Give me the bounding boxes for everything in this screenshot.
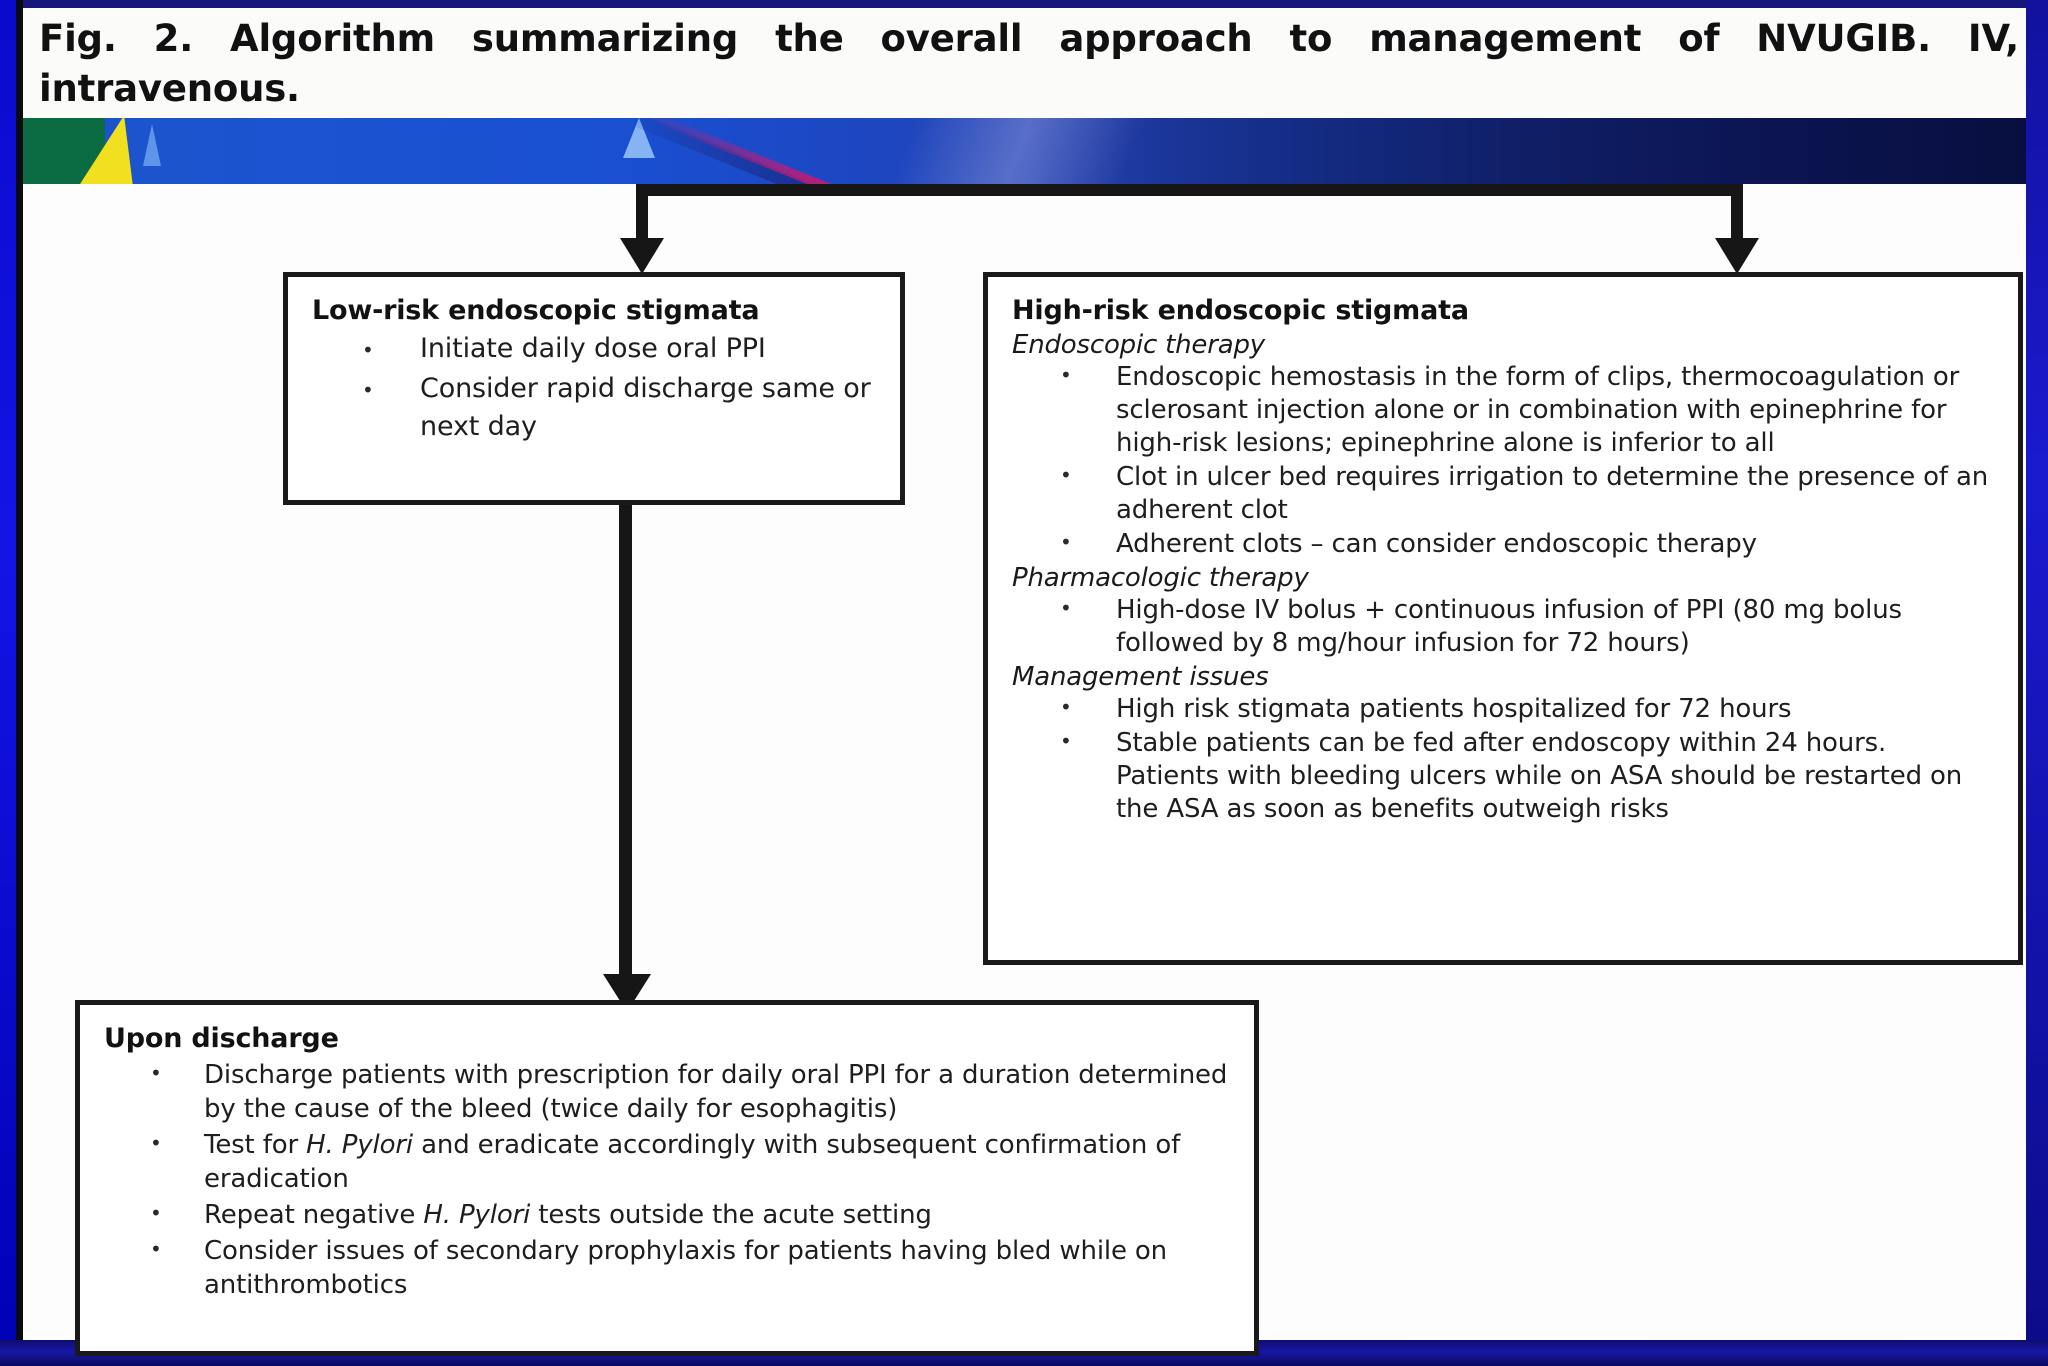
list-item-text-pre: Repeat negative [204, 1200, 424, 1230]
list-item: Adherent clots – can consider endoscopic… [1012, 526, 1994, 561]
list-item: High risk stigmata patients hospitalized… [1012, 691, 1994, 726]
connector-horizontal-split [648, 184, 1743, 196]
list-item: High-dose IV bolus + continuous infusion… [1012, 592, 1994, 660]
figure-caption: Fig. 2. Algorithm summarizing the overal… [39, 17, 2019, 110]
list-item: Initiate daily dose oral PPI [312, 330, 876, 369]
frame-left-border [0, 0, 16, 1366]
list-item-text-post: tests outside the acute setting [530, 1200, 932, 1230]
node-high-risk-content: High-risk endoscopic stigmata Endoscopic… [988, 277, 2018, 837]
node-low-risk-bullet-list: Initiate daily dose oral PPI Consider ra… [312, 330, 876, 446]
arrowhead-down-icon-low-risk [620, 238, 664, 274]
section-endoscopic-therapy-bullet-list: Endoscopic hemostasis in the form of cli… [1012, 359, 1994, 561]
list-item: Consider rapid discharge same or next da… [312, 370, 876, 446]
node-upon-discharge: Upon discharge Discharge patients with p… [75, 1000, 1259, 1356]
figure-caption-area: Fig. 2. Algorithm summarizing the overal… [23, 8, 2026, 118]
frame-right-border [2026, 0, 2048, 1366]
list-item: Endoscopic hemostasis in the form of cli… [1012, 359, 1994, 460]
list-item-text-italic: H. Pylori [423, 1200, 531, 1230]
connector-vertical-to-low-risk [636, 184, 648, 240]
arrowhead-down-icon-high-risk [1715, 238, 1759, 274]
frame-top-border [0, 0, 2048, 8]
list-item: Consider issues of secondary prophylaxis… [104, 1232, 1230, 1302]
banner-magenta-streak [639, 118, 838, 184]
node-upon-discharge-title: Upon discharge [104, 1023, 339, 1054]
list-item: Stable patients can be fed after endosco… [1012, 725, 1994, 826]
list-item: Discharge patients with prescription for… [104, 1056, 1230, 1126]
section-heading-endoscopic-therapy: Endoscopic therapy [1012, 330, 1265, 360]
connector-vertical-to-discharge [619, 505, 632, 980]
section-heading-management-issues: Management issues [1012, 662, 1269, 692]
list-item-text-pre: Discharge patients with prescription for… [204, 1060, 1228, 1124]
frame-left-inner-border [16, 0, 23, 1366]
banner-cyan-triangle-1 [143, 124, 161, 166]
banner-yellow-triangle [80, 118, 144, 184]
list-item: Test for H. Pylori and eradicate accordi… [104, 1126, 1230, 1196]
banner-light-band [890, 118, 1146, 184]
section-heading-pharmacologic-therapy: Pharmacologic therapy [1012, 563, 1309, 593]
list-item-text-italic: H. Pylori [306, 1130, 413, 1160]
node-upon-discharge-content: Upon discharge Discharge patients with p… [80, 1005, 1254, 1314]
decorative-banner-strip [23, 118, 2026, 184]
section-pharmacologic-therapy-bullet-list: High-dose IV bolus + continuous infusion… [1012, 592, 1994, 660]
banner-green-block [23, 118, 105, 184]
node-high-risk-title: High-risk endoscopic stigmata [1012, 295, 1469, 326]
node-low-risk-content: Low-risk endoscopic stigmata Initiate da… [288, 277, 900, 458]
list-item: Clot in ulcer bed requires irrigation to… [1012, 459, 1994, 527]
list-item-text-pre: Test for [204, 1130, 307, 1160]
flowchart-canvas: Low-risk endoscopic stigmata Initiate da… [23, 184, 2026, 1356]
list-item-text-pre: Consider issues of secondary prophylaxis… [204, 1236, 1168, 1300]
node-high-risk-endoscopic-stigmata: High-risk endoscopic stigmata Endoscopic… [983, 272, 2023, 965]
node-low-risk-endoscopic-stigmata: Low-risk endoscopic stigmata Initiate da… [283, 272, 905, 505]
connector-vertical-to-high-risk [1731, 184, 1743, 240]
section-management-issues-bullet-list: High risk stigmata patients hospitalized… [1012, 691, 1994, 826]
list-item-text-post: and eradicate accordingly with subsequen… [204, 1130, 1181, 1194]
list-item: Repeat negative H. Pylori tests outside … [104, 1196, 1230, 1232]
node-upon-discharge-bullet-list: Discharge patients with prescription for… [104, 1056, 1230, 1302]
node-low-risk-title: Low-risk endoscopic stigmata [312, 295, 760, 326]
